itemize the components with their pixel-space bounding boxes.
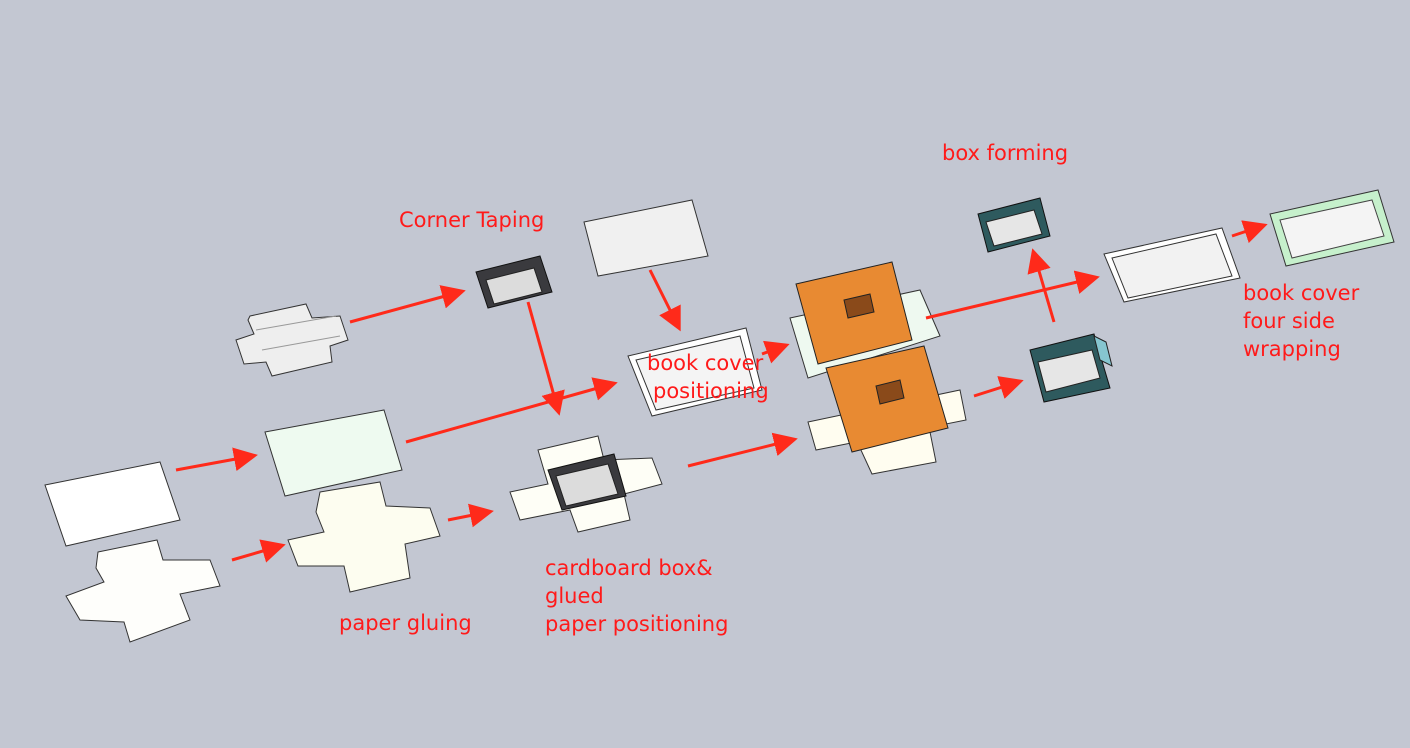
label-line: book cover — [1243, 281, 1360, 305]
book-cover-board — [583, 199, 709, 277]
label-line: wrapping — [1243, 337, 1341, 361]
box-in-forming-station — [1029, 333, 1113, 403]
arrow — [761, 340, 790, 364]
wrapping-book-cover — [1103, 227, 1241, 303]
arrow — [687, 432, 798, 468]
arrow — [1231, 220, 1268, 244]
label-corner-taping: Corner Taping — [399, 208, 545, 232]
finished-book-cover — [1269, 189, 1395, 267]
positioned-box-on-paper — [509, 435, 663, 533]
arrow — [973, 376, 1024, 399]
arrow — [405, 377, 618, 444]
raw-paper-blank — [65, 539, 221, 643]
corner-taped-box — [475, 255, 553, 309]
arrow — [925, 270, 1100, 320]
arrow — [349, 285, 466, 324]
formed-box — [977, 197, 1051, 253]
arrow — [447, 503, 494, 528]
arrow — [175, 447, 258, 472]
arrow — [231, 539, 286, 563]
label-box-forming: box forming — [942, 141, 1069, 165]
arrow — [648, 269, 681, 332]
positioned-book-cover — [627, 327, 763, 417]
flat-cardboard-blank — [235, 303, 349, 377]
arrow — [1027, 248, 1056, 323]
label-line: positioning — [653, 379, 769, 403]
label-line: book cover — [647, 351, 764, 375]
arrow — [526, 301, 565, 416]
press-station — [789, 261, 967, 475]
label-line: four side — [1243, 309, 1335, 333]
label-line: paper positioning — [545, 612, 729, 636]
label-book-cover-positioning: book cover positioning — [647, 349, 769, 405]
glued-book-cover-board — [264, 409, 403, 497]
label-paper-gluing: paper gluing — [339, 611, 472, 635]
raw-cardboard-sheet — [44, 461, 181, 547]
glued-paper-blank — [287, 481, 441, 593]
label-book-cover-wrapping: book cover four side wrapping — [1243, 279, 1359, 363]
label-cardboard-positioning: cardboard box& glued paper positioning — [545, 554, 728, 638]
label-line: glued — [545, 584, 604, 608]
label-line: cardboard box& — [545, 556, 713, 580]
